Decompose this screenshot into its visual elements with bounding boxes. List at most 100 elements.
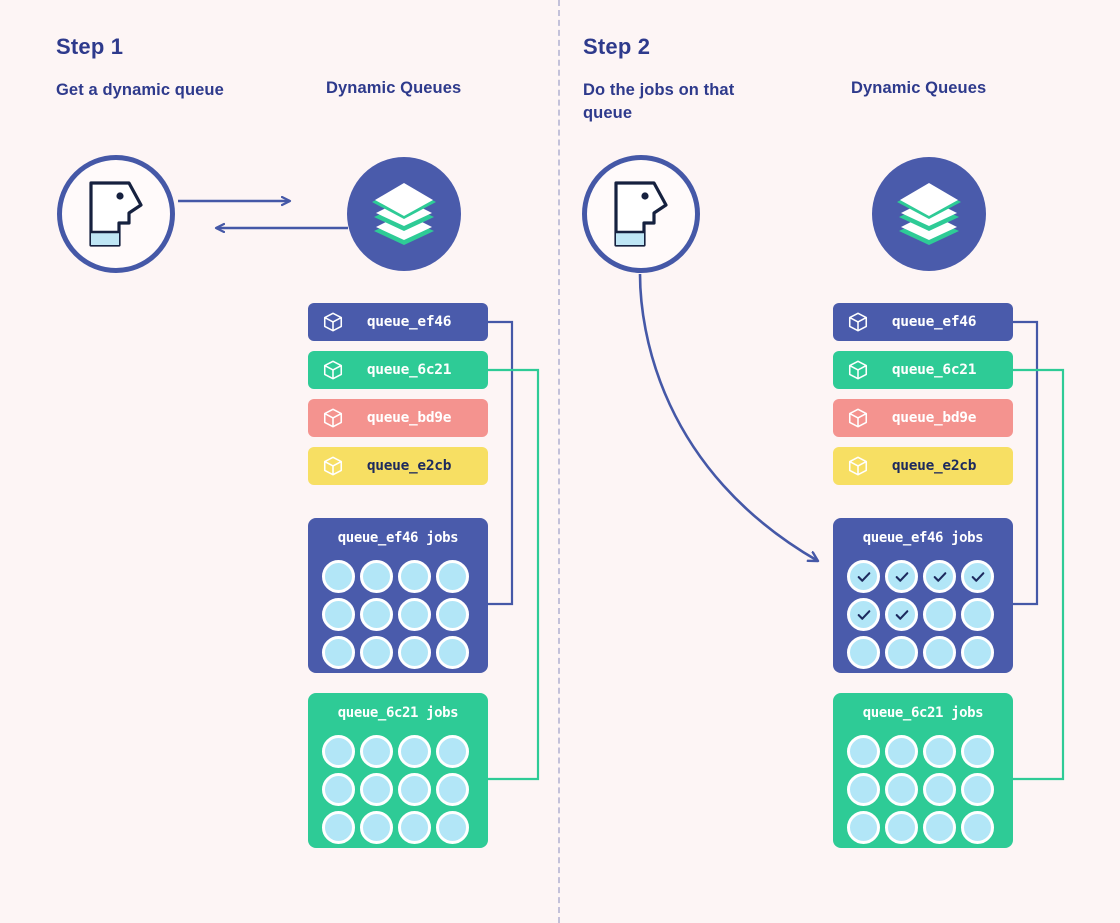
- job-dot-done[interactable]: [923, 560, 956, 593]
- step-2-jobs-panel-0: queue_ef46 jobs: [833, 518, 1013, 673]
- job-dot[interactable]: [436, 560, 469, 593]
- step-1-stack-circle[interactable]: [347, 157, 461, 271]
- job-dot[interactable]: [436, 773, 469, 806]
- cube-icon: [848, 456, 868, 476]
- job-dot[interactable]: [322, 773, 355, 806]
- step-2-worker-circle[interactable]: [582, 155, 700, 273]
- step-1-subtitle: Get a dynamic queue: [56, 81, 224, 99]
- job-dot[interactable]: [360, 636, 393, 669]
- job-dot[interactable]: [398, 811, 431, 844]
- step-1-queue-item-0[interactable]: queue_ef46: [308, 303, 488, 341]
- step-2-worker-to-jobs-curved-arrow: [638, 273, 818, 561]
- job-dot[interactable]: [360, 598, 393, 631]
- step-1-connector-ef46: [488, 320, 514, 606]
- job-dot[interactable]: [847, 773, 880, 806]
- job-dot[interactable]: [360, 811, 393, 844]
- step-1-queue-item-1[interactable]: queue_6c21: [308, 351, 488, 389]
- job-dot[interactable]: [322, 636, 355, 669]
- step-2-jobs-panel-0-title: queue_ef46 jobs: [862, 530, 984, 546]
- step-2-connector-ef46: [1013, 320, 1039, 606]
- job-dot-done[interactable]: [847, 560, 880, 593]
- step-2-subtitle: Do the jobs on that queue: [583, 81, 735, 122]
- job-dot[interactable]: [436, 636, 469, 669]
- job-dot[interactable]: [923, 598, 956, 631]
- step-2-stack-circle[interactable]: [872, 157, 986, 271]
- cube-icon: [323, 456, 343, 476]
- step-1-queue-item-3[interactable]: queue_e2cb: [308, 447, 488, 485]
- step-2-jobs-panel-1-title: queue_6c21 jobs: [862, 705, 984, 721]
- job-dot-done[interactable]: [847, 598, 880, 631]
- job-dot[interactable]: [885, 811, 918, 844]
- job-dot[interactable]: [436, 811, 469, 844]
- job-dot[interactable]: [322, 811, 355, 844]
- step-2-queue-item-2[interactable]: queue_bd9e: [833, 399, 1013, 437]
- cube-icon: [848, 360, 868, 380]
- job-dot[interactable]: [923, 773, 956, 806]
- job-dot[interactable]: [923, 735, 956, 768]
- cube-icon: [848, 312, 868, 332]
- step-1-jobs-panel-0: queue_ef46 jobs: [308, 518, 488, 673]
- step-1-queue-label-3: queue_e2cb: [366, 458, 452, 474]
- job-dot[interactable]: [885, 773, 918, 806]
- step-1-queue-item-2[interactable]: queue_bd9e: [308, 399, 488, 437]
- job-dot[interactable]: [961, 773, 994, 806]
- step-2-jobs-panel-1: queue_6c21 jobs: [833, 693, 1013, 848]
- step-1-jobs-panel-0-title: queue_ef46 jobs: [337, 530, 459, 546]
- job-dot[interactable]: [398, 636, 431, 669]
- job-dot[interactable]: [398, 735, 431, 768]
- worker-head-icon: [614, 181, 668, 247]
- step-2-title: Step 2: [583, 34, 651, 59]
- job-dot[interactable]: [847, 811, 880, 844]
- step-1-queue-label-0: queue_ef46: [366, 314, 452, 330]
- step-2-queue-label-1: queue_6c21: [891, 362, 977, 378]
- step-1-column-title: Dynamic Queues: [326, 79, 462, 97]
- step-2-queue-label-3: queue_e2cb: [891, 458, 977, 474]
- cube-icon: [323, 408, 343, 428]
- job-dot[interactable]: [398, 773, 431, 806]
- step-2-queue-item-0[interactable]: queue_ef46: [833, 303, 1013, 341]
- job-dot[interactable]: [398, 560, 431, 593]
- step-2-queue-label-0: queue_ef46: [891, 314, 977, 330]
- job-dot[interactable]: [322, 735, 355, 768]
- job-dot[interactable]: [961, 735, 994, 768]
- job-dot[interactable]: [961, 636, 994, 669]
- step-1-jobs-panel-1: queue_6c21 jobs: [308, 693, 488, 848]
- cube-icon: [323, 360, 343, 380]
- job-dot[interactable]: [961, 811, 994, 844]
- job-dot[interactable]: [360, 560, 393, 593]
- job-dot[interactable]: [322, 598, 355, 631]
- step-2-jobs-grid-1: [847, 735, 994, 844]
- job-dot[interactable]: [923, 811, 956, 844]
- step-1-jobs-panel-1-title: queue_6c21 jobs: [337, 705, 459, 721]
- step-1-queue-label-1: queue_6c21: [366, 362, 452, 378]
- step-2-queue-item-3[interactable]: queue_e2cb: [833, 447, 1013, 485]
- step-1-jobs-grid-1: [322, 735, 469, 844]
- job-dot[interactable]: [360, 773, 393, 806]
- job-dot-done[interactable]: [885, 560, 918, 593]
- job-dot[interactable]: [885, 735, 918, 768]
- job-dot[interactable]: [322, 560, 355, 593]
- job-dot[interactable]: [923, 636, 956, 669]
- job-dot[interactable]: [436, 598, 469, 631]
- worker-head-icon: [89, 181, 143, 247]
- layers-stack-icon: [372, 183, 436, 245]
- job-dot[interactable]: [847, 636, 880, 669]
- job-dot[interactable]: [436, 735, 469, 768]
- job-dot-done[interactable]: [961, 560, 994, 593]
- step-2-queue-item-1[interactable]: queue_6c21: [833, 351, 1013, 389]
- job-dot[interactable]: [398, 598, 431, 631]
- step-2-column-title: Dynamic Queues: [851, 79, 987, 97]
- cube-icon: [848, 408, 868, 428]
- step-2-connector-6c21: [1013, 368, 1065, 781]
- job-dot[interactable]: [961, 598, 994, 631]
- job-dot[interactable]: [885, 636, 918, 669]
- job-dot[interactable]: [847, 735, 880, 768]
- job-dot[interactable]: [360, 735, 393, 768]
- step-1-jobs-grid-0: [322, 560, 469, 669]
- vertical-dashed-divider: [558, 0, 560, 923]
- cube-icon: [323, 312, 343, 332]
- step-1-worker-circle[interactable]: [57, 155, 175, 273]
- step-2-queue-label-2: queue_bd9e: [891, 410, 977, 426]
- job-dot-done[interactable]: [885, 598, 918, 631]
